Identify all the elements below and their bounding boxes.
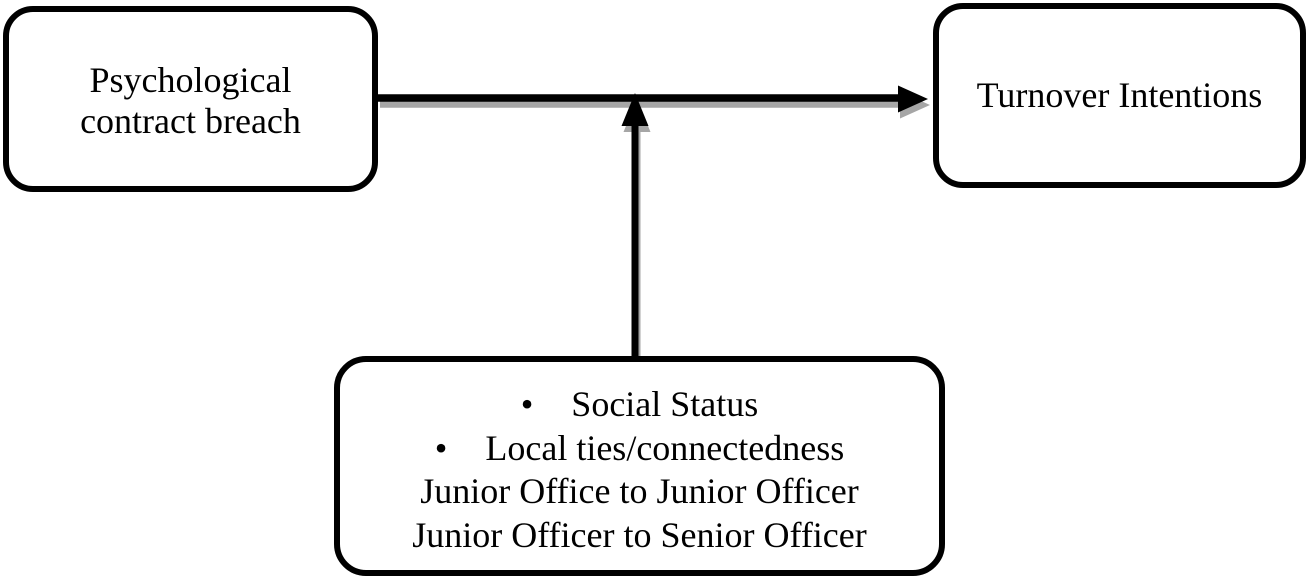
moderator-bullet-item: • Local ties/connectedness <box>340 427 939 471</box>
moderator-content: • Social Status • Local ties/connectedne… <box>340 375 939 557</box>
moderator-box: • Social Status • Local ties/connectedne… <box>334 356 945 576</box>
moderator-item-label: Local ties/connectedness <box>485 427 845 468</box>
antecedent-label-line1: Psychological <box>89 59 292 100</box>
moderator-plain-line: Junior Office to Junior Officer <box>420 471 859 511</box>
outcome-box: Turnover Intentions <box>933 3 1306 188</box>
antecedent-label-line2: contract breach <box>80 100 301 141</box>
bullet-icon: • <box>520 384 534 424</box>
bullet-icon: • <box>434 427 448 468</box>
outcome-label: Turnover Intentions <box>976 75 1263 115</box>
main-effect-arrowhead <box>898 85 928 113</box>
moderation-arrow <box>621 93 649 357</box>
antecedent-box: Psychological contract breach <box>3 6 378 192</box>
moderator-bullet-item: • Social Status <box>340 383 939 427</box>
arrow-shadow-layer <box>380 91 930 363</box>
antecedent-label: Psychological contract breach <box>80 60 301 142</box>
moderation-arrowhead <box>621 93 649 126</box>
main-effect-arrow <box>378 85 928 113</box>
moderator-item-label: Social Status <box>571 384 759 424</box>
moderator-plain-line: Junior Officer to Senior Officer <box>412 514 867 555</box>
